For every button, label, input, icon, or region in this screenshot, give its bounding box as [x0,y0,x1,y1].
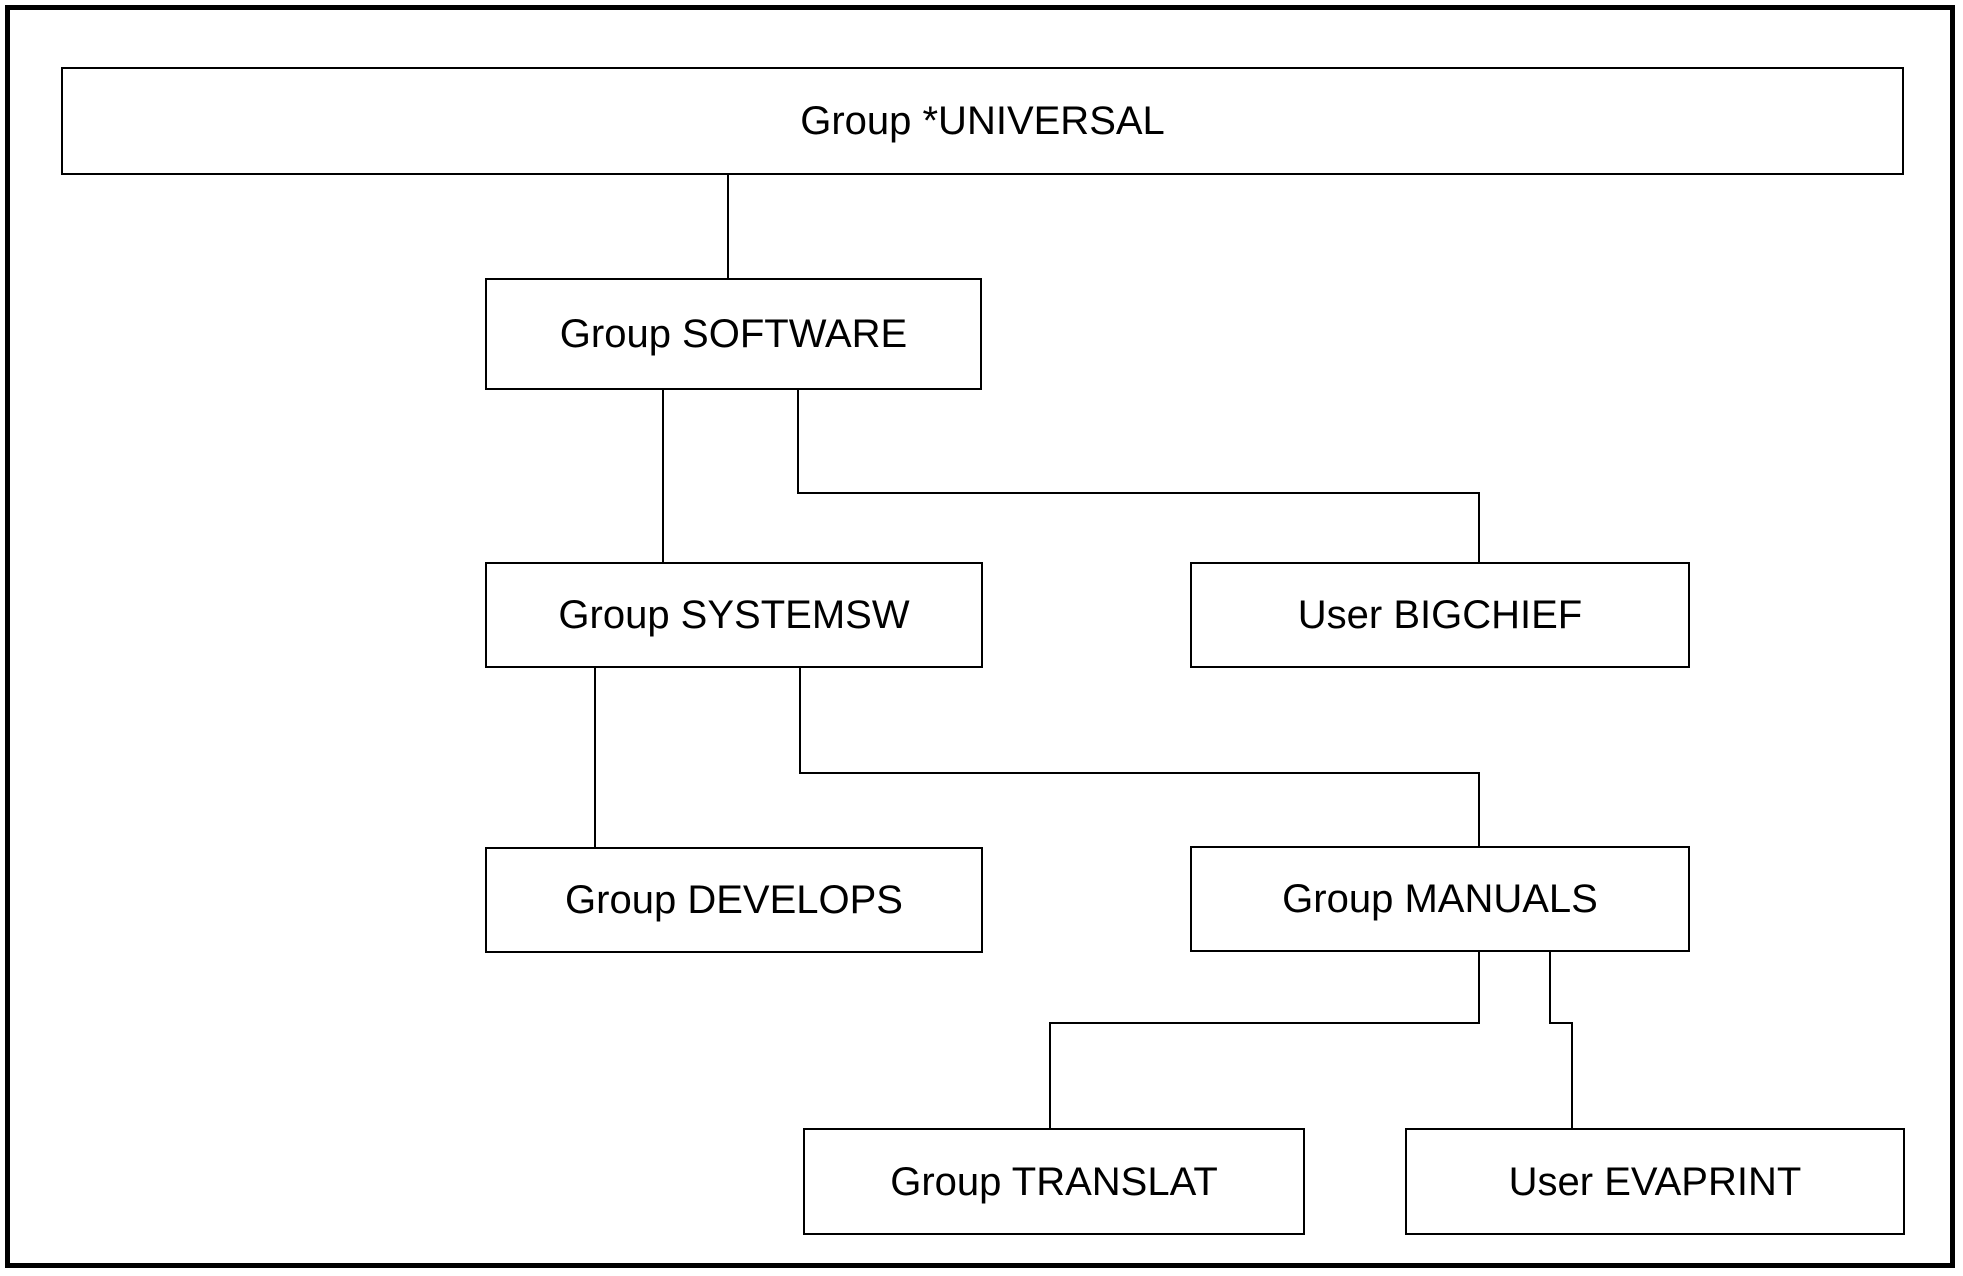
diagram-outer-frame [5,5,1955,1268]
edge-manuals-to-translat-seg2 [1049,1022,1480,1024]
node-label-systemsw: Group SYSTEMSW [558,593,910,637]
edge-manuals-to-evaprint-seg1 [1549,952,1551,1024]
edge-software-to-bigchief-seg1 [797,390,799,494]
node-group-manuals[interactable]: Group MANUALS [1190,846,1690,952]
node-label-evaprint: User EVAPRINT [1508,1159,1802,1204]
edge-systemsw-to-manuals-seg3 [1478,772,1480,846]
edge-universal-to-software [727,175,729,278]
edge-systemsw-to-manuals-seg1 [799,668,801,774]
node-label-develops: Group DEVELOPS [565,878,903,922]
edge-software-to-systemsw [662,390,664,562]
node-label-software: Group SOFTWARE [559,312,908,356]
node-group-software[interactable]: Group SOFTWARE [485,278,982,390]
node-user-evaprint[interactable]: User EVAPRINT [1405,1128,1905,1235]
edge-systemsw-to-manuals-seg2 [799,772,1480,774]
edge-systemsw-to-develops [594,668,596,847]
node-label-universal: Group *UNIVERSAL [800,99,1165,143]
node-group-develops[interactable]: Group DEVELOPS [485,847,983,953]
node-group-systemsw[interactable]: Group SYSTEMSW [485,562,983,668]
edge-manuals-to-evaprint-seg3 [1571,1022,1573,1128]
edge-manuals-to-translat-seg3 [1049,1022,1051,1128]
node-label-bigchief: User BIGCHIEF [1297,593,1583,637]
node-group-universal[interactable]: Group *UNIVERSAL [61,67,1904,175]
edge-software-to-bigchief-seg2 [797,492,1480,494]
node-label-manuals: Group MANUALS [1282,877,1598,921]
node-user-bigchief[interactable]: User BIGCHIEF [1190,562,1690,668]
edge-software-to-bigchief-seg3 [1478,492,1480,562]
edge-manuals-to-translat-seg1 [1478,952,1480,1024]
node-label-translat: Group TRANSLAT [890,1159,1218,1204]
edge-manuals-to-evaprint-seg2 [1549,1022,1573,1024]
node-group-translat[interactable]: Group TRANSLAT [803,1128,1305,1235]
